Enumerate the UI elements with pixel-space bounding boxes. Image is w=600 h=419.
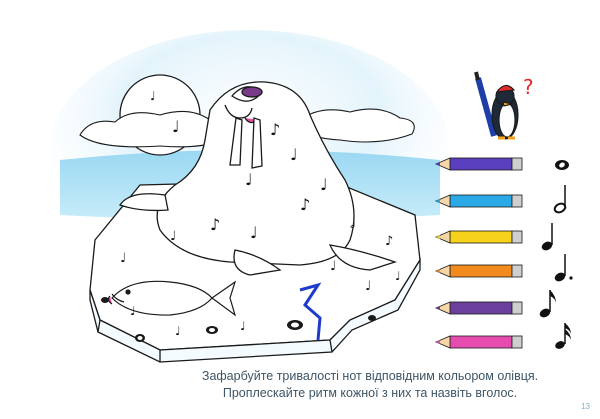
instruction-line-2: Проплескайте ритм кожної з них та назвіт…	[222, 386, 518, 400]
pencil-6-icon	[434, 335, 523, 349]
quarter-note-icon	[541, 223, 553, 251]
legend-row-2	[434, 185, 567, 214]
svg-text:𝅗𝅥: 𝅗𝅥	[350, 213, 355, 232]
pencil-1-icon	[434, 157, 523, 171]
svg-text:♩: ♩	[365, 279, 371, 294]
pencil-5-icon	[434, 301, 523, 315]
svg-text:♩: ♩	[320, 175, 328, 194]
penguin-with-pencil	[474, 71, 519, 140]
whole-note-icon	[555, 160, 569, 170]
svg-text:♩: ♩	[250, 223, 258, 242]
svg-text:♩: ♩	[170, 229, 176, 244]
svg-text:♪: ♪	[270, 120, 280, 139]
pencil-3-icon	[434, 230, 523, 244]
sixteenth-note-icon	[555, 323, 571, 349]
half-note-icon	[553, 185, 567, 214]
svg-text:♩: ♩	[120, 251, 126, 266]
dotted-quarter-note-icon	[554, 254, 573, 282]
legend-row-5	[434, 290, 556, 318]
legend-row-1	[434, 157, 569, 171]
svg-text:♩: ♩	[240, 319, 246, 333]
page-number: 13	[581, 402, 590, 411]
pencil-2-icon	[434, 194, 523, 208]
svg-text:♩: ♩	[245, 170, 253, 189]
picture-notes: ♩ ♩ ♪ ♩ ♩ ♪ ♪ ♩ ♩ 𝅗𝅥 ♪ ♩ ♩ ♩ ♩ ♩ ♩ ♩ ♩	[120, 89, 401, 338]
svg-text:♩: ♩	[330, 259, 336, 274]
fish	[107, 280, 237, 317]
clouds	[79, 108, 415, 148]
svg-text:♪: ♪	[385, 234, 393, 249]
svg-text:♩: ♩	[175, 324, 181, 338]
svg-text:♩: ♩	[172, 117, 180, 136]
svg-text:♪: ♪	[300, 195, 310, 214]
instruction-line-1: Зафарбуйте тривалості нот відповідним ко…	[201, 369, 539, 383]
svg-text:♩: ♩	[130, 304, 136, 318]
walrus	[118, 81, 398, 276]
question-mark: ?	[523, 75, 534, 99]
svg-text:♩: ♩	[290, 145, 298, 164]
svg-text:♩: ♩	[395, 269, 401, 283]
svg-text:♪: ♪	[210, 215, 220, 234]
legend-row-4	[434, 254, 573, 282]
picture-whole-note-holes	[137, 322, 299, 340]
ice-crack	[299, 282, 322, 341]
legend-row-6	[434, 323, 571, 349]
legend-row-3	[434, 223, 553, 251]
eighth-note-icon	[539, 290, 556, 318]
pencil-4-icon	[434, 264, 523, 278]
svg-text:♩: ♩	[150, 89, 156, 103]
